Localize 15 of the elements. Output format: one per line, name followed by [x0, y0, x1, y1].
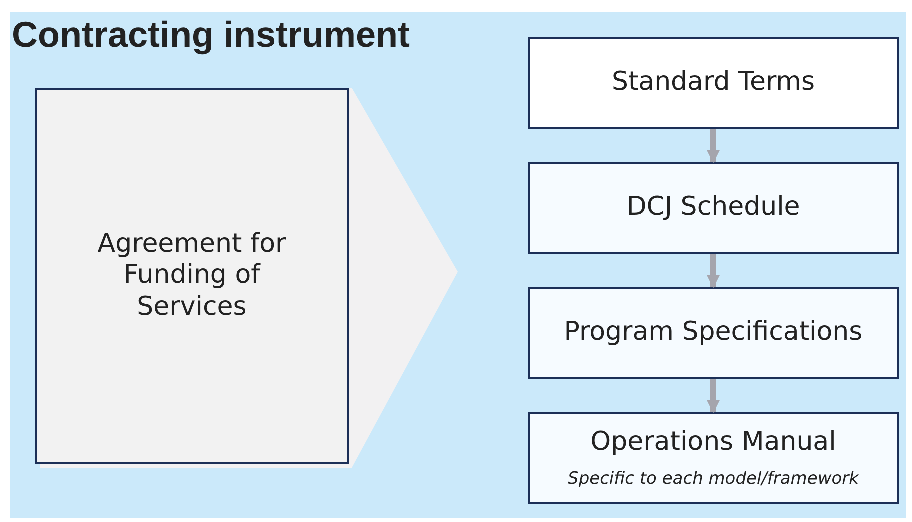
arrow	[706, 254, 720, 288]
node-note: Specific to each model/framework	[568, 468, 859, 489]
node-label: DCJ Schedule	[626, 192, 800, 224]
document-box	[35, 88, 349, 464]
step-box	[528, 162, 899, 254]
node-label: Agreement for Funding of Services	[96, 229, 288, 323]
node-label: Program Specifications	[564, 317, 863, 349]
node-label: Operations Manual	[590, 427, 836, 459]
arrow	[706, 129, 720, 164]
step-box	[528, 412, 899, 504]
title: Contracting instrument	[12, 14, 410, 56]
step-box	[528, 287, 899, 379]
step-box	[528, 37, 899, 129]
node-label: Standard Terms	[612, 67, 816, 99]
arrow	[706, 379, 720, 414]
